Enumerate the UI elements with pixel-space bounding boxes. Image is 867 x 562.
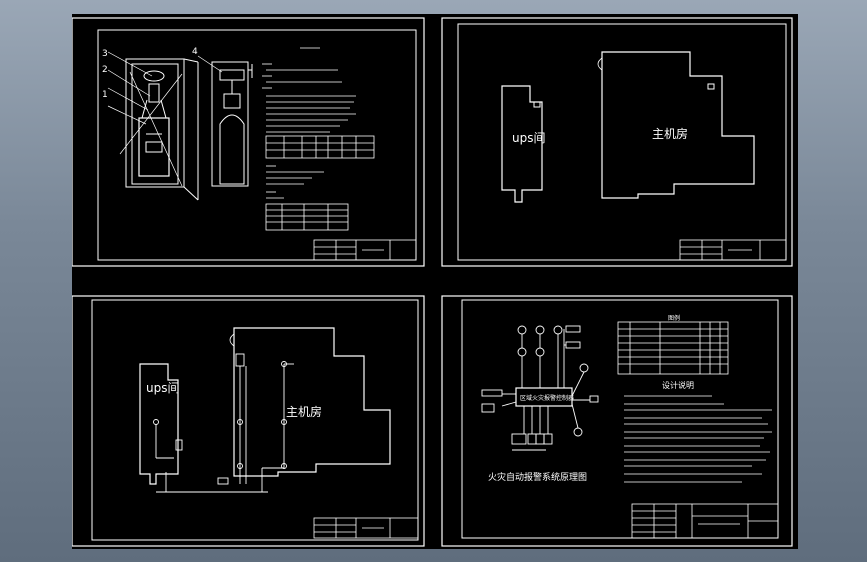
legend-heading: 图例 bbox=[668, 314, 680, 322]
ups-room-outline bbox=[501, 85, 543, 203]
drawing-svg: 1 2 3 4 bbox=[71, 17, 793, 547]
callout-2: 2 bbox=[102, 65, 108, 75]
main-room-label: 主机房 bbox=[652, 126, 688, 141]
sheet-4-system-diagram[interactable]: 区域火灾报警控制器 bbox=[441, 295, 793, 547]
ups-room-label: ups间 bbox=[512, 131, 545, 145]
ups-room-outline-3 bbox=[139, 363, 179, 485]
alarm-controller-box bbox=[515, 387, 573, 407]
sheet-1-equipment-detail[interactable]: 1 2 3 4 bbox=[71, 17, 425, 267]
main-room-outline bbox=[601, 51, 755, 199]
spec-text-block bbox=[262, 47, 356, 133]
controller-label: 区域火灾报警控制器 bbox=[520, 394, 574, 402]
design-notes-lines bbox=[624, 395, 772, 483]
title-block-2 bbox=[679, 239, 787, 261]
wiring-lines bbox=[153, 353, 294, 493]
cad-canvas[interactable]: 1 2 3 4 bbox=[71, 14, 798, 549]
sheet-3-wiring-plan[interactable]: ups间 主机房 bbox=[71, 295, 425, 547]
gas-cabinet-drawing bbox=[107, 51, 199, 201]
spec-table bbox=[265, 135, 375, 231]
title-block-1 bbox=[313, 239, 417, 261]
notes-heading: 设计说明 bbox=[662, 380, 694, 390]
callout-3: 3 bbox=[102, 49, 108, 59]
ups-room-label-3: ups间 bbox=[146, 381, 179, 395]
sheet-2-floor-plan[interactable]: ups间 主机房 bbox=[441, 17, 793, 267]
detector-devices bbox=[481, 325, 599, 451]
diagram-title: 火灾自动报警系统原理图 bbox=[488, 471, 587, 483]
side-view-bottle bbox=[197, 55, 253, 187]
main-room-label-3: 主机房 bbox=[286, 404, 322, 419]
legend-table bbox=[617, 321, 729, 375]
callout-1: 1 bbox=[102, 90, 108, 100]
title-block-3 bbox=[313, 517, 419, 539]
title-block-4 bbox=[631, 503, 779, 539]
main-room-outline-3 bbox=[233, 327, 391, 477]
callout-4: 4 bbox=[192, 47, 198, 57]
